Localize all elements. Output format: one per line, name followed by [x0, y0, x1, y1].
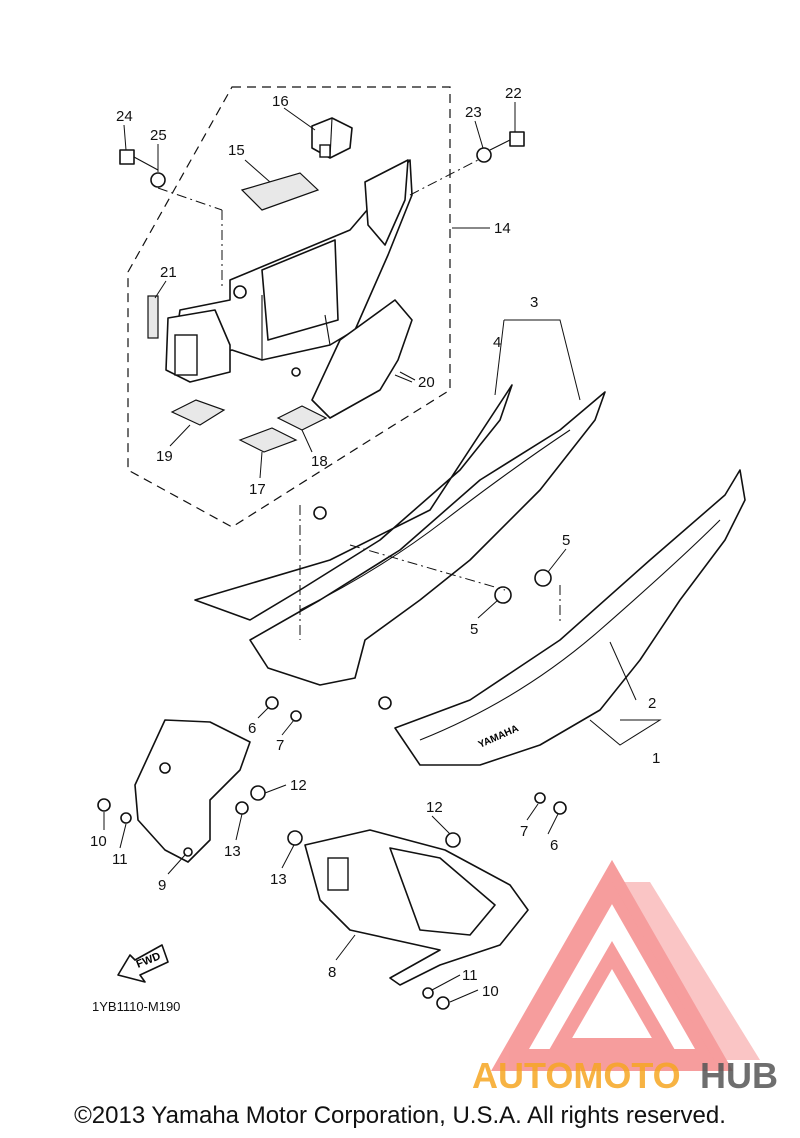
grommet-13-right: [287, 830, 303, 846]
battery-box-bracket: [165, 159, 413, 383]
bolt-6-left: [265, 696, 279, 710]
grommet-5-left: [494, 586, 512, 604]
side-cover-left: [194, 384, 606, 686]
bolt-6-right: [553, 801, 567, 815]
callout-4: 4: [493, 334, 501, 351]
lower-cover-8: [304, 829, 529, 986]
fwd-arrow: FWD: [117, 944, 169, 983]
callout-10-right: 10: [482, 983, 499, 1000]
pad-17: [238, 427, 298, 453]
watermark-text: AUTOMOTO HUB: [472, 1055, 778, 1096]
pad-21: [147, 295, 159, 339]
collar-11-left: [120, 812, 132, 824]
grommet-12-left: [250, 785, 266, 801]
callout-12-left: 12: [290, 777, 307, 794]
washer-7-left: [290, 710, 302, 722]
callout-20: 20: [418, 374, 435, 391]
callout-19: 19: [156, 448, 173, 465]
battery-box-assembly-outline: [127, 86, 451, 528]
watermark-part1: AUTOMOTO: [472, 1055, 681, 1096]
nut-right: [378, 696, 392, 710]
callout-5-left: 5: [470, 621, 478, 638]
collar-11-right: [422, 987, 434, 999]
pad-19: [170, 399, 226, 426]
watermark-part2: HUB: [700, 1055, 778, 1096]
leader-lines: [157, 159, 662, 746]
bolt-10-left: [97, 798, 111, 812]
callout-7-left: 7: [276, 737, 284, 754]
small-cover-9: [134, 719, 251, 863]
pad-15: [240, 172, 320, 211]
nut-left: [313, 506, 327, 520]
callout-6-left: 6: [248, 720, 256, 737]
drawing-code: 1YB1110-M190: [92, 999, 180, 1014]
callout-1: 1: [652, 750, 660, 767]
callout-13-right: 13: [270, 871, 287, 888]
callout-2: 2: [648, 695, 656, 712]
callout-12-right: 12: [426, 799, 443, 816]
callout-23: 23: [465, 104, 482, 121]
callout-21: 21: [160, 264, 177, 281]
copyright-notice: ©2013 Yamaha Motor Corporation, U.S.A. A…: [74, 1102, 726, 1129]
bolt-22: [489, 131, 525, 151]
label-leaders: [103, 102, 567, 1003]
bolt-10-right: [436, 996, 450, 1010]
collar-25: [150, 172, 166, 188]
grommet-5-right: [534, 569, 552, 587]
callout-7-right: 7: [520, 823, 528, 840]
relay-part-16: [311, 117, 353, 159]
callout-17: 17: [249, 481, 266, 498]
callout-16: 16: [272, 93, 289, 110]
callout-11-left: 11: [112, 851, 128, 868]
callout-15: 15: [228, 142, 245, 159]
grommet-13-left: [235, 801, 249, 815]
callout-labels: 1 2 3 4 5 5 6 6 7 7 8 9 10 10 11 11 12 1…: [90, 85, 660, 1000]
bolt-24: [119, 149, 159, 171]
callout-22: 22: [505, 85, 522, 102]
callout-6-right: 6: [550, 837, 558, 854]
callout-18: 18: [311, 453, 328, 470]
callout-14: 14: [494, 220, 511, 237]
washer-23: [476, 147, 492, 163]
watermark-logo: [491, 859, 760, 1071]
callout-9: 9: [158, 877, 166, 894]
callout-25: 25: [150, 127, 167, 144]
callout-3: 3: [530, 294, 538, 311]
callout-13-left: 13: [224, 843, 241, 860]
pad-18: [276, 405, 328, 431]
callout-5-right: 5: [562, 532, 570, 549]
callout-10-left: 10: [90, 833, 107, 850]
side-cover-right: YAMAHA: [394, 469, 746, 766]
callout-24: 24: [116, 108, 133, 125]
callout-11-right: 11: [462, 967, 478, 984]
grommet-12-right: [445, 832, 461, 848]
pad-20: [311, 299, 413, 419]
washer-7-right: [534, 792, 546, 804]
callout-8: 8: [328, 964, 336, 981]
